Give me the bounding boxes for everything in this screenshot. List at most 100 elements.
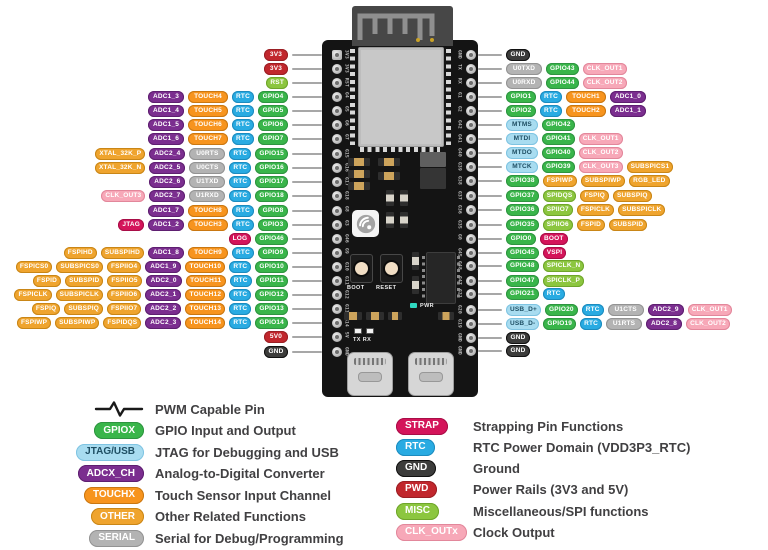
legend-pill-misc: MISC (396, 502, 439, 520)
pin-connector-line (292, 294, 322, 296)
pin-badge-clk-out2: CLK_OUT2 (686, 318, 730, 330)
pin-badge-gpio19: GPIO19 (543, 318, 577, 330)
pin-connector-line (478, 293, 502, 295)
pin-badge-touch8: TOUCH8 (188, 205, 229, 217)
pin-badge-adc1-9: ADC1_9 (145, 261, 182, 273)
pin-connector-line (292, 336, 322, 338)
pin-badge-jtag: JTAG (118, 219, 145, 231)
espressif-logo (352, 210, 379, 237)
pad-silk-label: G40 (456, 148, 462, 158)
pin-badge-touch9: TOUCH9 (188, 247, 229, 259)
pin-badge-usb-d+: USB_D+ (506, 304, 542, 316)
pin-connector-line (292, 167, 322, 169)
pin-connector-line (292, 82, 322, 84)
pin-connector-line (292, 210, 322, 212)
legend-text: Serial for Debug/Programming (155, 530, 344, 546)
pad-silk-label: RST (343, 78, 349, 88)
pin-connector-line (292, 124, 322, 126)
rf-shield (358, 47, 444, 147)
pin-connector-line (478, 138, 502, 140)
pin-badge-gpio42: GPIO42 (542, 119, 575, 131)
pin-badge-fspiwp: FSPIWP (542, 175, 577, 187)
pin-row: 3V3 (264, 63, 322, 75)
pin-badge-fspid: FSPID (576, 219, 605, 231)
antenna-feed-dot (416, 38, 420, 42)
legend-pill-touchx: TOUCHX (83, 486, 144, 504)
pin-badge-spiclk-p: SPICLK_P (542, 275, 585, 287)
pin-connector-line (478, 166, 502, 168)
legend-text: Analog-to-Digital Converter (155, 466, 325, 481)
capacitor (386, 212, 394, 228)
pad-silk-label: G18 (343, 191, 349, 201)
pin-badge-gpio15: GPIO15 (255, 148, 288, 160)
pin-badge-spiio6: SPIIO6 (542, 219, 573, 231)
pad-silk-label: G45 (456, 248, 462, 258)
capacitor (400, 212, 408, 228)
pin-badge-gpio14: GPIO14 (255, 317, 288, 329)
pin-badge-gpio18: GPIO18 (255, 190, 288, 202)
pin-connector-line (292, 308, 322, 310)
pad-silk-label: 3V3 (343, 64, 349, 74)
pin-pad (332, 206, 342, 216)
pin-connector-line (478, 309, 502, 311)
rx-led (366, 328, 374, 334)
pad-silk-label: GND (456, 333, 462, 343)
module-castellations-right (446, 49, 451, 145)
legend-text: GPIO Input and Output (155, 423, 296, 438)
pin-badge-touch5: TOUCH5 (188, 105, 229, 117)
pad-silk-label: G11 (343, 276, 349, 286)
pin-badge-adc2-3: ADC2_3 (145, 317, 182, 329)
pin-badge-gpio12: GPIO12 (255, 289, 288, 301)
pin-badge-rtc: RTC (232, 91, 254, 103)
pin-pad (466, 191, 476, 201)
pin-badge-log: LOG (228, 233, 252, 245)
legend-text: Clock Output (473, 524, 555, 540)
pin-badge-mtck: MTCK (506, 161, 538, 173)
pin-badge-clk-out2: CLK_OUT2 (578, 147, 623, 159)
pin-badge-fspics0: FSPICS0 (15, 261, 53, 273)
boot-button (350, 254, 373, 283)
usb-bridge-chip (422, 252, 460, 304)
pad-silk-label: G14 (343, 318, 349, 328)
pin-badge-rtc: RTC (229, 190, 252, 202)
legend-text: Touch Sensor Input Channel (155, 487, 331, 503)
boot-label: BOOT (347, 285, 365, 291)
pin-pad (466, 220, 476, 230)
pin-badge-subspiclk: SUBSPICLK (55, 289, 104, 301)
pin-badge-gpio48: GPIO48 (506, 260, 539, 272)
pin-badge-adc1-1: ADC1_1 (609, 105, 646, 117)
legend-text: Other Related Functions (155, 509, 306, 524)
legend-text: Power Rails (3V3 and 5V) (473, 481, 629, 497)
pin-badge-adc2-8: ADC2_8 (646, 318, 683, 330)
pin-badge-xtal-32k-p: XTAL_32K_P (95, 148, 146, 160)
pad-silk-label: G37 (456, 191, 462, 201)
pad-silk-label: G38 (456, 176, 462, 186)
pin-pad (332, 191, 342, 201)
pad-silk-label: RX (456, 78, 462, 85)
pin-connector-line (292, 181, 322, 183)
pad-silk-label: G8 (343, 206, 349, 213)
pin-connector-line (478, 265, 502, 267)
pin-badge-adc2-2: ADC2_2 (145, 303, 182, 315)
legend-pill-strap: STRAP (396, 417, 448, 435)
pin-badge-clk-out3: CLK_OUT3 (578, 161, 623, 173)
pin-badge-clk-out1: CLK_OUT1 (578, 133, 623, 145)
pin-badge-fspiio5: FSPIIO5 (107, 275, 142, 287)
pin-badge-touch2: TOUCH2 (565, 105, 606, 117)
pad-silk-label: G41 (456, 134, 462, 144)
pin-connector-line (292, 351, 322, 353)
